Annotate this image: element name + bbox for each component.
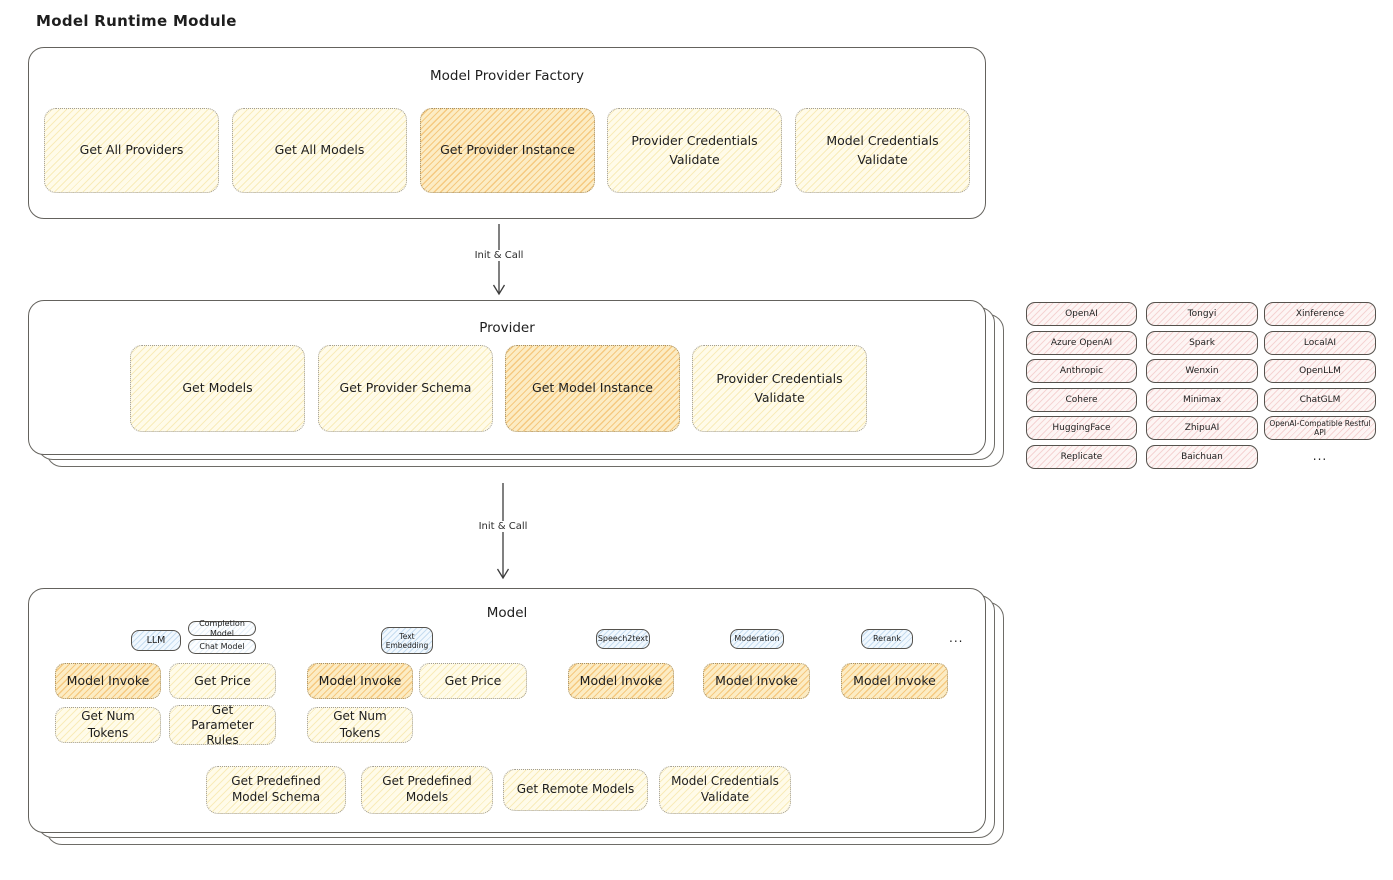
provider-chip-replicate: Replicate — [1026, 445, 1137, 469]
model-box: Model LLM Completion Model Chat Model Te… — [28, 588, 986, 833]
llm-get-price: Get Price — [169, 663, 276, 699]
text-embedding-model-invoke: Model Invoke — [307, 663, 413, 699]
provider-chip-openllm: OpenLLM — [1264, 359, 1376, 383]
provider-button-get-models: Get Models — [130, 345, 305, 432]
model-get-predefined-model-schema: Get Predefined Model Schema — [206, 766, 346, 814]
factory-button-get-provider-instance: Get Provider Instance — [420, 108, 595, 193]
llm-get-num-tokens: Get Num Tokens — [55, 707, 161, 743]
provider-chip-xinference: Xinference — [1264, 302, 1376, 326]
tab-rerank: Rerank — [861, 629, 913, 649]
provider-chip-chatglm: ChatGLM — [1264, 388, 1376, 412]
provider-chip-spark: Spark — [1146, 331, 1258, 355]
provider-button-get-provider-schema: Get Provider Schema — [318, 345, 493, 432]
provider-chip-azure-openai: Azure OpenAI — [1026, 331, 1137, 355]
arrow2-label: Init & Call — [474, 521, 532, 532]
provider-title: Provider — [479, 320, 535, 336]
model-get-remote-models: Get Remote Models — [503, 769, 648, 811]
factory-button-get-all-providers: Get All Providers — [44, 108, 219, 193]
provider-chip-openai-compatible: OpenAI-Compatible Restful API — [1264, 416, 1376, 440]
provider-chip-anthropic: Anthropic — [1026, 359, 1137, 383]
text-embedding-get-num-tokens: Get Num Tokens — [307, 707, 413, 743]
provider-chip-baichuan: Baichuan — [1146, 445, 1258, 469]
provider-chip-localai: LocalAI — [1264, 331, 1376, 355]
tab-llm: LLM — [131, 630, 181, 651]
text-embedding-get-price: Get Price — [419, 663, 527, 699]
provider-chip-zhipuai: ZhipuAI — [1146, 416, 1258, 440]
provider-button-provider-credentials-validate: Provider Credentials Validate — [692, 345, 867, 432]
page-title: Model Runtime Module — [36, 12, 237, 30]
tab-text-embedding: Text Embedding — [381, 627, 433, 654]
tab-speech2text: Speech2text — [596, 629, 650, 649]
provider-chip-openai: OpenAI — [1026, 302, 1137, 326]
factory-button-model-credentials-validate: Model Credentials Validate — [795, 108, 970, 193]
moderation-model-invoke: Model Invoke — [703, 663, 810, 699]
rerank-model-invoke: Model Invoke — [841, 663, 948, 699]
tabs-more-ellipsis: ... — [949, 631, 964, 645]
llm-get-parameter-rules: Get Parameter Rules — [169, 703, 276, 747]
factory-button-provider-credentials-validate: Provider Credentials Validate — [607, 108, 782, 193]
model-title: Model — [486, 605, 528, 621]
tab-moderation: Moderation — [730, 629, 784, 649]
model-get-predefined-models: Get Predefined Models — [361, 766, 493, 814]
model-credentials-validate-chip: Model Credentials Validate — [659, 766, 791, 814]
tab-chat-model: Chat Model — [188, 639, 256, 654]
provider-chip-huggingface: HuggingFace — [1026, 416, 1137, 440]
provider-chip-cohere: Cohere — [1026, 388, 1137, 412]
provider-chip-minimax: Minimax — [1146, 388, 1258, 412]
llm-model-invoke: Model Invoke — [55, 663, 161, 699]
arrow1-label: Init & Call — [470, 250, 528, 261]
provider-chip-wenxin: Wenxin — [1146, 359, 1258, 383]
factory-button-get-all-models: Get All Models — [232, 108, 407, 193]
factory-title: Model Provider Factory — [429, 68, 584, 84]
tab-completion-model: Completion Model — [188, 619, 256, 638]
provider-chip-more-ellipsis: ... — [1312, 449, 1328, 463]
provider-chip-tongyi: Tongyi — [1146, 302, 1258, 326]
provider-button-get-model-instance: Get Model Instance — [505, 345, 680, 432]
speech2text-model-invoke: Model Invoke — [568, 663, 674, 699]
